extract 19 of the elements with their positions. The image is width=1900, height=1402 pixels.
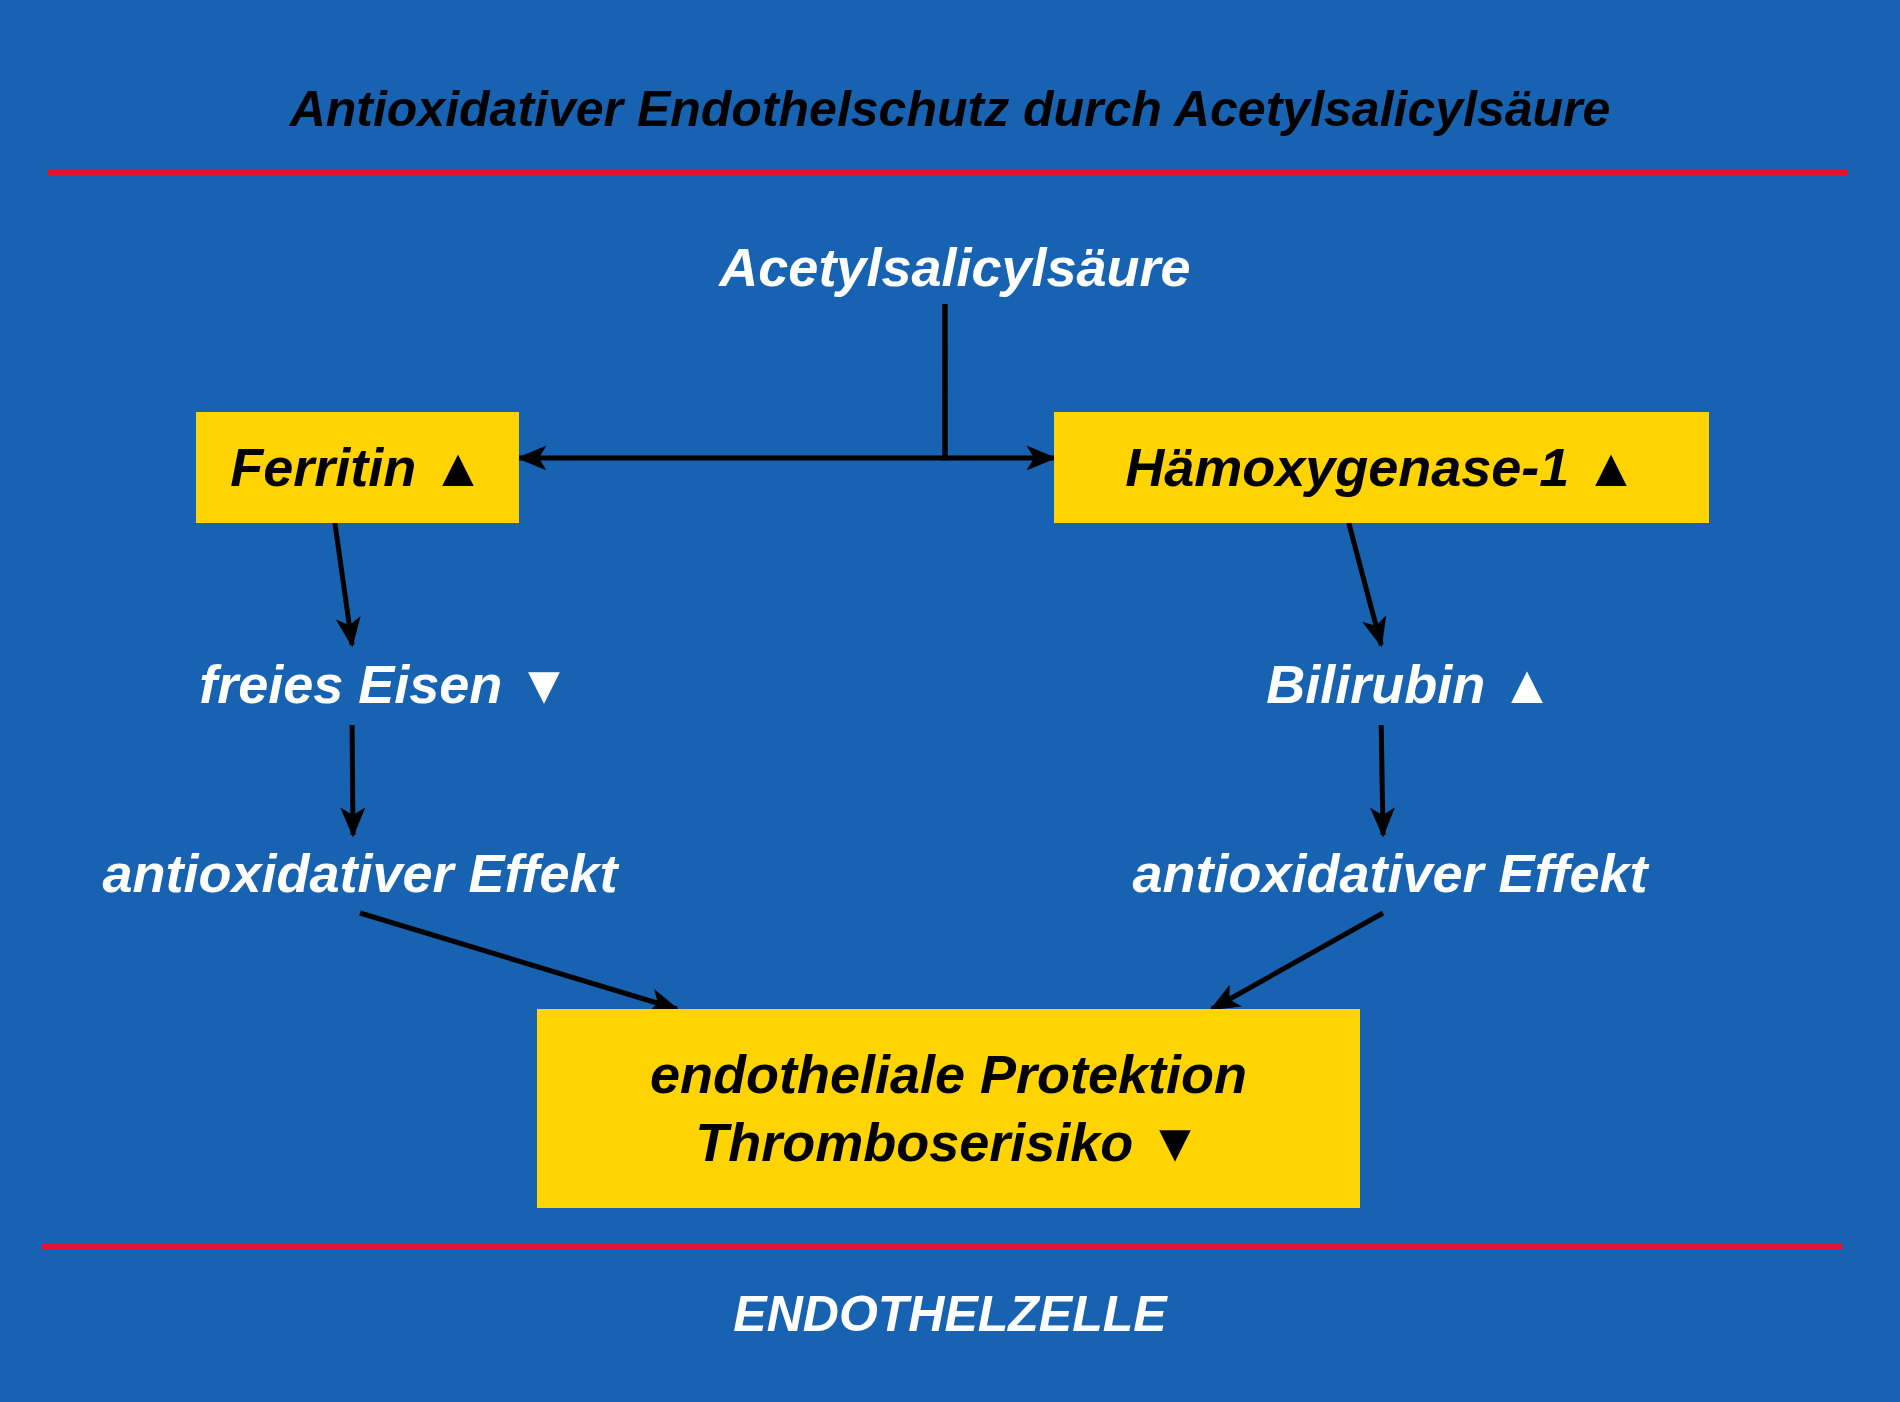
process-box <box>196 412 519 523</box>
region-label: ENDOTHELZELLE <box>732 1285 1169 1343</box>
process-box <box>537 1009 1360 1208</box>
arrow <box>1209 910 1385 1012</box>
arrow <box>340 725 366 838</box>
arrow <box>1370 724 1396 838</box>
arrow <box>332 522 361 648</box>
title: Antioxidativer Endothelschutz durch Acetylsalicylsäure <box>288 80 1612 138</box>
node-label: Acetylsalicylsäure <box>719 236 1191 300</box>
node-label: Bilirubin ▲ <box>1266 653 1554 717</box>
node-label: Ferritin ▲ <box>230 435 485 499</box>
node-label: antioxidativer Effekt <box>102 842 618 906</box>
process-box <box>1054 412 1709 523</box>
node-label: freies Eisen ▼ <box>199 653 571 717</box>
node-label: endotheliale Protektion <box>649 1043 1248 1106</box>
node-label: Hämoxygenase-1 ▲ <box>1125 435 1638 499</box>
node-label: Thromboserisiko ▼ <box>695 1110 1202 1174</box>
arrow <box>1346 522 1387 648</box>
node-label: antioxidativer Effekt <box>1132 842 1648 906</box>
